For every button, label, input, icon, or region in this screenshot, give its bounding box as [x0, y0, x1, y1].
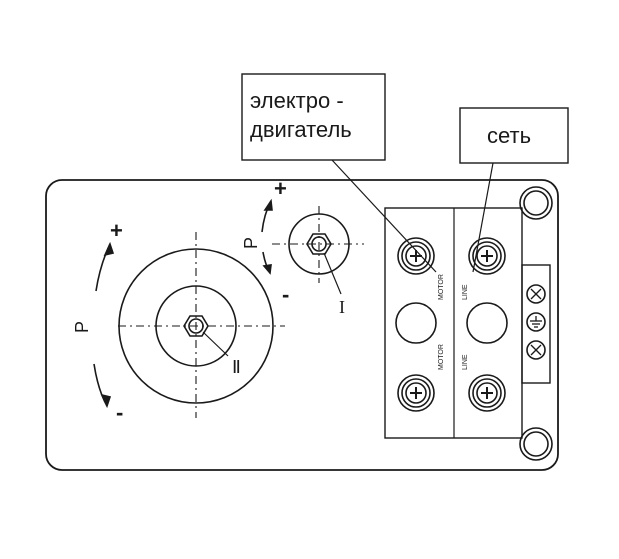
- screw-terminal-icon: [468, 374, 506, 412]
- ground-icon: [526, 284, 546, 304]
- line-label-bottom: LINE: [462, 354, 469, 370]
- mounting-hole-top: [519, 186, 553, 220]
- small-minus-sign: -: [282, 282, 289, 307]
- line-label-top: LINE: [462, 284, 469, 300]
- small-adjuster: [272, 206, 364, 295]
- motor-callout-leader: [331, 159, 437, 273]
- small-plus-sign: +: [274, 176, 287, 201]
- ground-icon: [526, 312, 546, 332]
- housing-outline: [45, 179, 559, 471]
- motor-callout-line-1: электро -: [250, 88, 344, 113]
- network-callout-box: [459, 107, 569, 164]
- ground-icon: [526, 340, 546, 360]
- motor-callout-box: [241, 73, 386, 161]
- big-minus-sign: -: [116, 400, 123, 425]
- motor-label-top: MOTOR: [438, 274, 445, 300]
- small-pressure-label: P: [241, 237, 261, 249]
- terminal-block: [384, 207, 551, 439]
- motor-callout-line-2: двигатель: [250, 117, 352, 142]
- big-adjuster-roman-label: Ⅱ: [232, 357, 241, 377]
- mounting-hole-bottom: [519, 427, 553, 461]
- nut-icon: [306, 233, 332, 255]
- terminal-opening: [466, 302, 508, 344]
- network-callout-leader: [472, 162, 494, 273]
- small-adjuster-roman-label: I: [339, 297, 345, 317]
- nut-icon: [183, 315, 209, 337]
- big-pressure-label: P: [72, 321, 92, 333]
- big-minus-arrowhead: [100, 393, 112, 409]
- big-plus-sign: +: [110, 218, 123, 243]
- small-plus-arrowhead: [263, 198, 273, 211]
- screw-terminal-icon: [397, 237, 435, 275]
- screw-terminal-icon: [468, 237, 506, 275]
- terminal-opening: [395, 302, 437, 344]
- big-plus-arrowhead: [103, 241, 115, 257]
- network-callout-text: сеть: [487, 123, 531, 148]
- motor-label-bottom: MOTOR: [438, 344, 445, 370]
- big-adjuster: [118, 232, 285, 418]
- small-minus-arrowhead: [262, 264, 272, 275]
- screw-terminal-icon: [397, 374, 435, 412]
